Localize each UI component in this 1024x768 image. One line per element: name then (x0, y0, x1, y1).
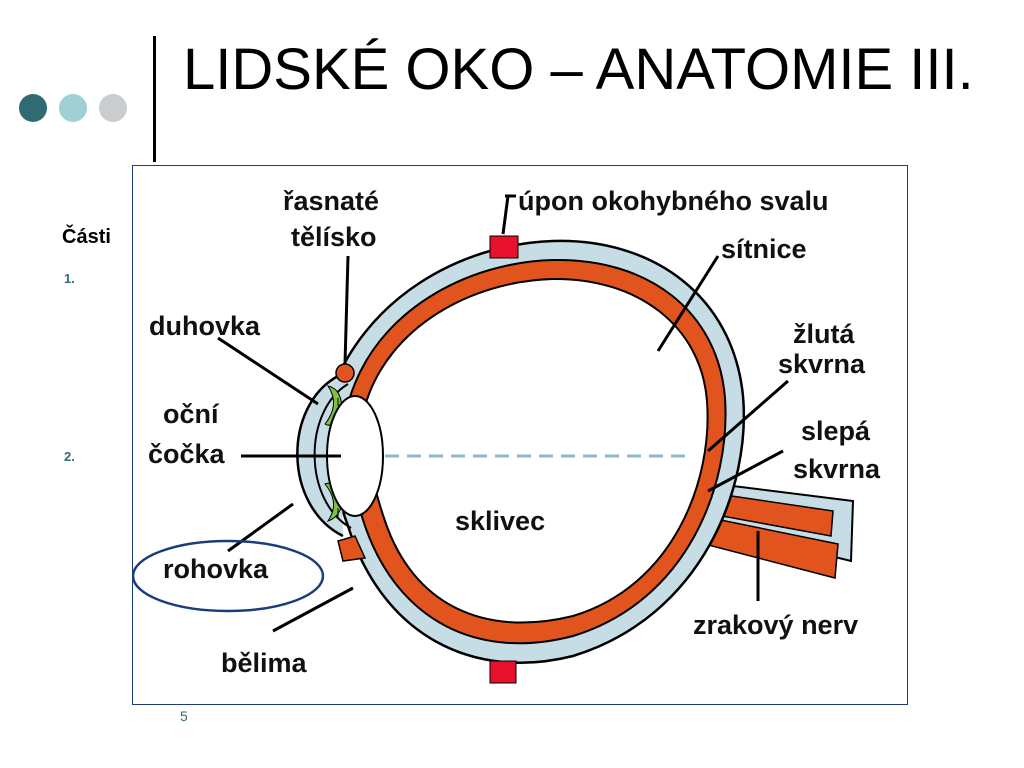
label-muscle-attachment: úpon okohybného svalu (518, 186, 829, 216)
title-divider (153, 36, 156, 162)
label-blind-spot-1: slepá (801, 416, 871, 446)
label-iris: duhovka (149, 311, 261, 341)
label-sclera: bělima (221, 648, 307, 678)
ciliary-body-bottom (337, 535, 367, 562)
decor-dot-light (59, 94, 87, 122)
parts-label: Části (62, 226, 111, 248)
slide-title: LIDSKÉ OKO – ANATOMIE III. (183, 37, 974, 102)
muscle-attachment-top (489, 235, 519, 259)
list-number-1: 1. (64, 271, 75, 286)
label-lens-2: čočka (148, 439, 225, 469)
label-ciliary-body-2: tělísko (291, 222, 377, 252)
slide-number: 5 (180, 708, 188, 724)
label-retina: sítnice (721, 234, 807, 264)
eye-anatomy-drawing (217, 194, 855, 684)
label-macula-1: žlutá (793, 319, 855, 349)
label-macula-2: skvrna (778, 349, 866, 379)
eye-anatomy-figure: řasnaté tělísko úpon okohybného svalu sí… (132, 165, 908, 705)
ciliary-body-top (335, 363, 355, 383)
label-ciliary-body-1: řasnaté (283, 186, 380, 216)
decor-dot-gray (99, 94, 127, 122)
vitreous-body (363, 277, 709, 624)
list-number-2: 2. (64, 449, 75, 464)
label-optic-nerve: zrakový nerv (693, 610, 859, 640)
label-lens-1: oční (163, 399, 219, 429)
label-vitreous: sklivec (455, 506, 546, 536)
muscle-attachment-bottom (489, 660, 517, 684)
label-cornea: rohovka (163, 554, 269, 584)
decor-dot-dark (19, 94, 47, 122)
label-blind-spot-2: skvrna (793, 454, 881, 484)
